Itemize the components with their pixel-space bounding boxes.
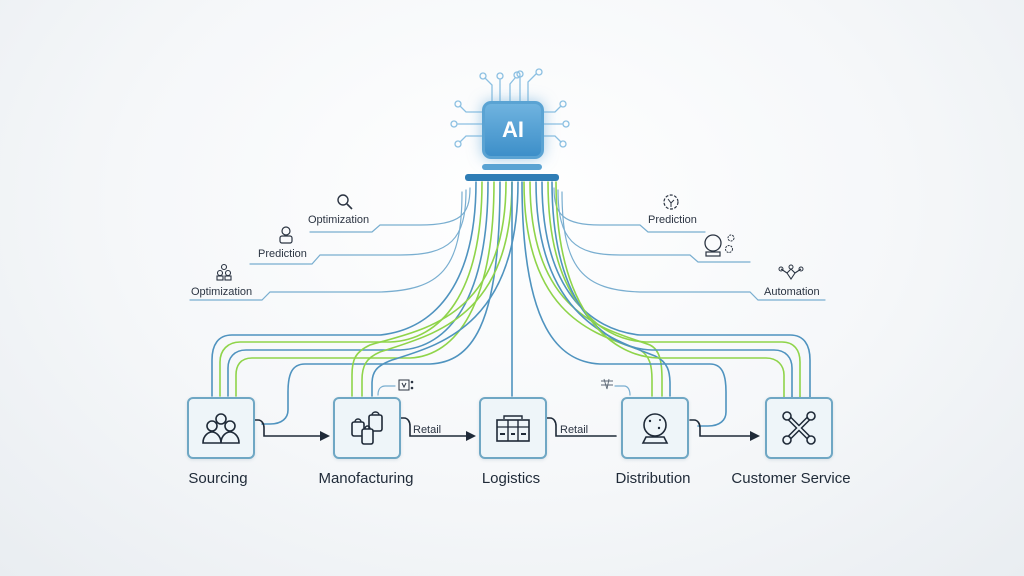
stage-label-sourcing: Sourcing [188, 470, 248, 487]
shopping-bags-icon [351, 411, 383, 445]
ai-hub: AI [482, 101, 544, 159]
stage-label-distribution: Distribution [615, 470, 691, 487]
people-icon [202, 413, 240, 444]
stage-box-logistics[interactable] [479, 397, 547, 459]
capability-optimization-top: Optimization [308, 214, 370, 226]
edge-label-retail-1: Retail [413, 424, 442, 436]
capability-prediction-left: Prediction [258, 248, 307, 260]
stage-box-sourcing[interactable] [187, 397, 255, 459]
stage-box-manufacturing[interactable] [333, 397, 401, 459]
magnifier-icon [337, 194, 353, 210]
arrow-head [750, 431, 760, 441]
capability-automation: Automation [764, 286, 820, 298]
stage-box-customer-service[interactable] [765, 397, 833, 459]
ai-base-top [482, 164, 542, 170]
network-icon [778, 264, 804, 280]
ai-base-bar [465, 174, 559, 181]
stage-label-manufacturing: Manofacturing [318, 470, 414, 487]
globe-stand-icon [641, 413, 669, 444]
brain-icon [663, 194, 679, 210]
capability-optimization-bottom: Optimization [191, 286, 253, 298]
edge-label-retail-2: Retail [560, 424, 589, 436]
chart-icon [398, 379, 414, 391]
arrow-head [320, 431, 330, 441]
arrow-head [466, 431, 476, 441]
stage-box-distribution[interactable] [621, 397, 689, 459]
people-network-icon [216, 263, 232, 281]
stage-label-customer-service: Customer Service [731, 470, 851, 487]
capability-prediction-right: Prediction [648, 214, 697, 226]
tools-icon [782, 411, 816, 445]
ai-label: AI [502, 117, 524, 142]
warehouse-icon [496, 415, 530, 442]
circuit-traces [450, 68, 570, 148]
robot-icon [279, 226, 293, 244]
stage-label-logistics: Logistics [481, 470, 541, 487]
crystal-ball-icon [704, 234, 735, 257]
sparkle-icon [601, 378, 613, 390]
